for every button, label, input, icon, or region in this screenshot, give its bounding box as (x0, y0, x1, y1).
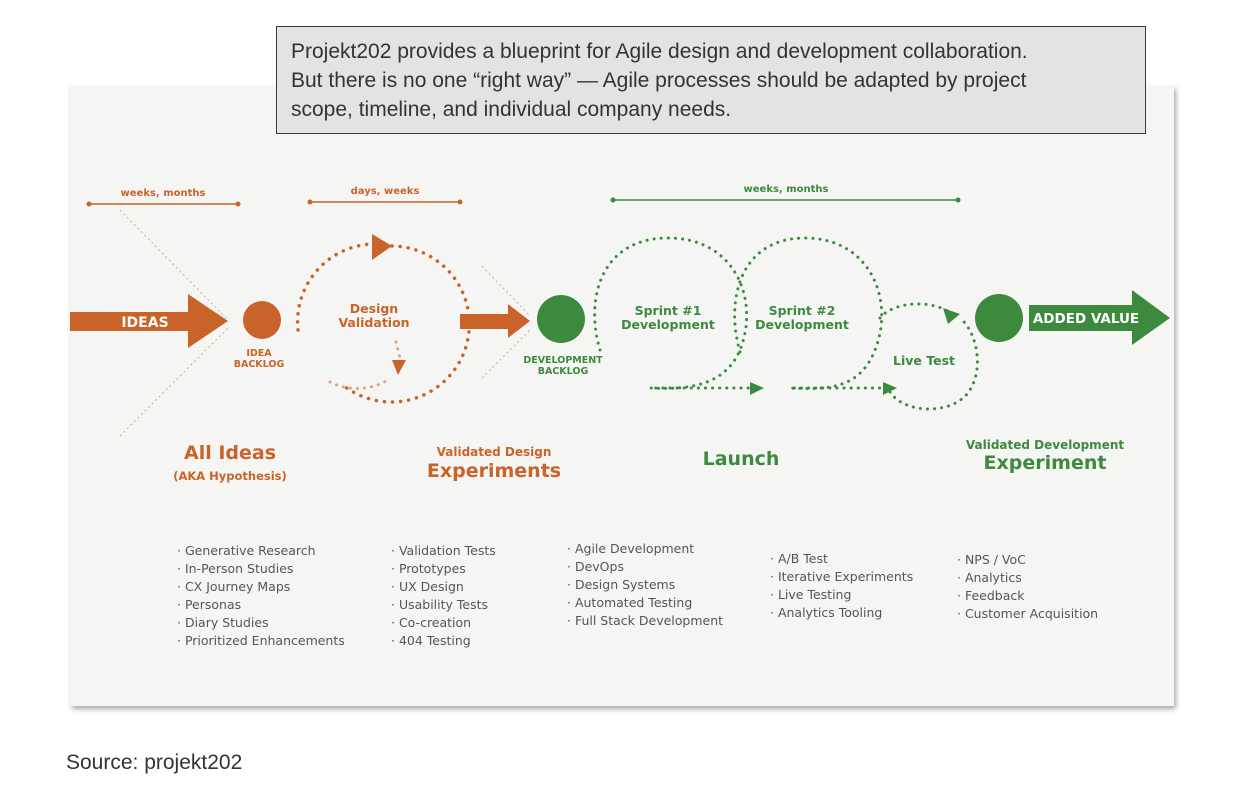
source-caption: Source: projekt202 (66, 751, 243, 774)
callout-box: Projekt202 provides a blueprint for Agil… (276, 26, 1146, 134)
validation-to-dev-arrow (460, 304, 530, 338)
list-item: Co-creation (399, 615, 471, 630)
svg-text:· Prioritized Enhancements: · Prioritized Enhancements (177, 633, 345, 648)
svg-text:· NPS / VoC: · NPS / VoC (957, 552, 1026, 567)
list-item: Customer Acquisition (965, 606, 1098, 621)
svg-text:· Analytics Tooling: · Analytics Tooling (770, 605, 882, 620)
timeline-development: weeks, months (610, 184, 961, 203)
timeline-ideas-label: weeks, months (121, 188, 206, 199)
list-launch-testing: · A/B Test · Iterative Experiments · Liv… (770, 551, 913, 620)
list-item: Design Systems (575, 577, 675, 592)
sprint1-line1: Sprint #1 (635, 303, 702, 318)
svg-text:· 404 Testing: · 404 Testing (391, 633, 471, 648)
funnel-lines-mid (481, 265, 531, 379)
svg-text:· Customer Acquisition: · Customer Acquisition (957, 606, 1098, 621)
validated-design-big: Experiments (427, 460, 561, 482)
svg-text:· Full Stack Development: · Full Stack Development (567, 613, 723, 628)
list-item: Analytics (965, 570, 1022, 585)
svg-text:· In-Person Studies: · In-Person Studies (177, 561, 293, 576)
list-item: UX Design (399, 579, 464, 594)
list-validated-design: · Validation Tests · Prototypes · UX Des… (391, 543, 496, 648)
sprint-arrowheads (750, 308, 960, 395)
validated-dev-big: Experiment (984, 452, 1107, 474)
design-validation-line1: Design (350, 301, 398, 316)
development-backlog-node: DEVELOPMENT BACKLOG (523, 295, 603, 377)
design-validation-loop: Design Validation (295, 234, 472, 404)
list-item: NPS / VoC (965, 552, 1026, 567)
callout-line-2: But there is no one “right way” — Agile … (291, 69, 1027, 92)
list-item: Agile Development (575, 541, 694, 556)
list-item: Personas (185, 597, 241, 612)
list-item: Prototypes (399, 561, 466, 576)
funnel-lines-left (119, 209, 229, 437)
idea-backlog-line1: IDEA (246, 348, 272, 359)
added-value-node (975, 294, 1023, 342)
live-test-label: Live Test (893, 353, 955, 368)
list-item: A/B Test (778, 551, 828, 566)
list-item: Usability Tests (399, 597, 488, 612)
svg-text:· Usability Tests: · Usability Tests (391, 597, 488, 612)
list-item: 404 Testing (399, 633, 471, 648)
sprint2-line1: Sprint #2 (769, 303, 836, 318)
list-item: Validation Tests (399, 543, 496, 558)
timeline-validation-label: days, weeks (351, 186, 420, 197)
list-item: Live Testing (778, 587, 851, 602)
dev-backlog-line1: DEVELOPMENT (523, 355, 603, 366)
launch-title: Launch (703, 448, 780, 470)
ideas-arrow: IDEAS (70, 294, 228, 348)
svg-text:· UX Design: · UX Design (391, 579, 464, 594)
list-item: DevOps (575, 559, 624, 574)
sprint1-line2: Development (621, 317, 715, 332)
validated-design-small: Validated Design (437, 445, 552, 459)
design-validation-line2: Validation (338, 315, 409, 330)
list-item: CX Journey Maps (185, 579, 290, 594)
svg-text:· CX Journey Maps: · CX Journey Maps (177, 579, 290, 594)
timeline-development-label: weeks, months (744, 184, 829, 195)
svg-text:· Analytics: · Analytics (957, 570, 1022, 585)
list-item: Analytics Tooling (778, 605, 882, 620)
validated-dev-small: Validated Development (966, 438, 1124, 452)
list-item: Full Stack Development (575, 613, 723, 628)
list-item: Automated Testing (575, 595, 692, 610)
list-validated-dev: · NPS / VoC · Analytics · Feedback · Cus… (957, 552, 1098, 621)
svg-text:· Automated Testing: · Automated Testing (567, 595, 692, 610)
list-item: Diary Studies (185, 615, 269, 630)
svg-text:· Co-creation: · Co-creation (391, 615, 471, 630)
svg-text:· Validation Tests: · Validation Tests (391, 543, 496, 558)
callout-line-1: Projekt202 provides a blueprint for Agil… (291, 40, 1028, 63)
list-item: Iterative Experiments (778, 569, 913, 584)
list-launch: · Agile Development · DevOps · Design Sy… (567, 541, 723, 628)
added-value-arrow: ADDED VALUE (1029, 290, 1170, 345)
sprint2-line2: Development (755, 317, 849, 332)
svg-text:· Generative Research: · Generative Research (177, 543, 316, 558)
added-value-label: ADDED VALUE (1033, 311, 1139, 327)
list-item: Feedback (965, 588, 1025, 603)
svg-text:· Personas: · Personas (177, 597, 241, 612)
list-all-ideas: · Generative Research · In-Person Studie… (177, 543, 345, 648)
callout-line-3: scope, timeline, and individual company … (291, 98, 732, 121)
idea-backlog-node: IDEA BACKLOG (234, 301, 285, 370)
diagram-panel (70, 86, 1174, 706)
svg-text:· Prototypes: · Prototypes (391, 561, 466, 576)
svg-text:· Iterative Experiments: · Iterative Experiments (770, 569, 913, 584)
svg-text:· Agile Development: · Agile Development (567, 541, 694, 556)
list-item: In-Person Studies (185, 561, 293, 576)
timeline-ideas: weeks, months (86, 188, 241, 207)
idea-backlog-line2: BACKLOG (234, 359, 285, 370)
timeline-validation: days, weeks (307, 186, 463, 205)
svg-text:· Design Systems: · Design Systems (567, 577, 675, 592)
dev-backlog-line2: BACKLOG (538, 366, 589, 377)
list-item: Prioritized Enhancements (185, 633, 345, 648)
svg-text:· Feedback: · Feedback (957, 588, 1025, 603)
all-ideas-subtitle: (AKA Hypothesis) (173, 469, 287, 483)
svg-text:· Diary Studies: · Diary Studies (177, 615, 269, 630)
svg-text:· Live Testing: · Live Testing (770, 587, 851, 602)
svg-text:· DevOps: · DevOps (567, 559, 624, 574)
svg-text:· A/B Test: · A/B Test (770, 551, 828, 566)
all-ideas-title: All Ideas (184, 442, 276, 464)
list-item: Generative Research (185, 543, 316, 558)
ideas-arrow-label: IDEAS (121, 315, 168, 331)
